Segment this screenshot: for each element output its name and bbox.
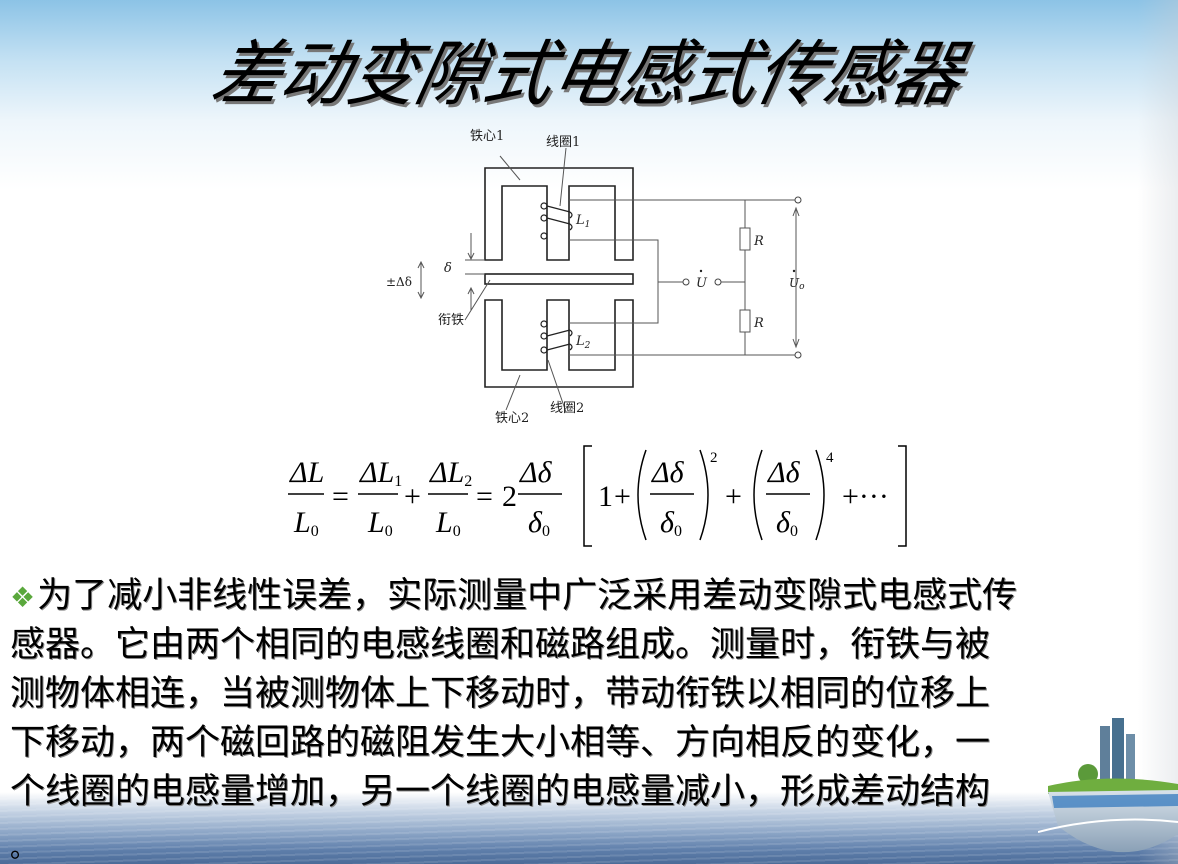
label-output-voltage: Uo (789, 276, 805, 292)
diamond-bullet-icon: ❖ (10, 581, 36, 614)
svg-text:δ0: δ0 (528, 506, 550, 540)
label-coil1: 线圈1 (546, 135, 580, 150)
label-resistor-top: R (753, 234, 764, 249)
body-paragraph: ❖为了减小非线性误差，实际测量中广泛采用差动变隙式电感式传 感器。它由两个相同的… (10, 572, 1178, 817)
label-armature: 衔铁 (438, 313, 464, 328)
label-core2: 铁心2 (495, 411, 529, 426)
svg-text:δ0: δ0 (660, 506, 682, 540)
body-line-3: 测物体相连，当被测物体上下移动时，带动衔铁以相同的位移上 (10, 674, 991, 714)
svg-text:4: 4 (826, 450, 834, 466)
svg-text:+: + (725, 480, 742, 513)
label-displacement: ±Δδ (386, 275, 412, 289)
svg-text:2: 2 (710, 450, 718, 466)
trailing-period: 。 (10, 834, 37, 864)
svg-text:δ0: δ0 (776, 506, 798, 540)
globe-city-decoration-icon (1038, 718, 1178, 853)
label-resistor-bottom: R (753, 316, 764, 331)
svg-text:2: 2 (502, 480, 517, 513)
svg-text:Δδ: Δδ (651, 456, 685, 489)
slide-title: 差动变隙式电感式传感器 (204, 33, 971, 117)
lhs-den: L0 (293, 506, 319, 540)
differential-sensitivity-formula: ΔL L0 = ΔL1 L0 + ΔL2 L0 = 2 Δδ δ0 1 + Δδ… (288, 445, 907, 547)
svg-text:+···: +··· (842, 480, 889, 513)
label-L2: L2 (575, 334, 591, 351)
body-line-1: ❖为了减小非线性误差，实际测量中广泛采用差动变隙式电感式传 (10, 576, 1018, 616)
svg-text:=: = (332, 480, 349, 513)
label-coil2: 线圈2 (550, 401, 584, 416)
svg-text:ΔL2: ΔL2 (429, 456, 472, 490)
body-line-4: 下移动，两个磁回路的磁阻发生大小相等、方向相反的变化，一 (10, 723, 991, 763)
svg-text:=: = (476, 480, 493, 513)
label-core1: 铁心1 (470, 129, 504, 144)
svg-text:+: + (404, 480, 421, 513)
label-gap: δ (444, 261, 452, 276)
label-L1: L1 (575, 213, 590, 230)
label-input-voltage: U (696, 276, 708, 291)
svg-text:1: 1 (598, 480, 613, 513)
body-line-5: 个线圈的电感量增加，另一个线圈的电感量减小，形成差动结构 (10, 772, 991, 812)
svg-text:+: + (614, 480, 631, 513)
sea-background-decoration (0, 792, 1178, 864)
svg-text:ΔL: ΔL (289, 456, 324, 489)
svg-text:ΔL1: ΔL1 (359, 456, 402, 490)
svg-text:Δδ: Δδ (767, 456, 801, 489)
svg-text:L0: L0 (435, 506, 461, 540)
body-line-2: 感器。它由两个相同的电感线圈和磁路组成。测量时，衔铁与被 (10, 625, 991, 665)
svg-text:L0: L0 (367, 506, 393, 540)
sensor-circuit-diagram: 铁心1 线圈1 铁心2 线圈2 衔铁 δ ±Δδ L1 L2 R R U Uo (386, 129, 805, 426)
svg-text:Δδ: Δδ (519, 456, 553, 489)
